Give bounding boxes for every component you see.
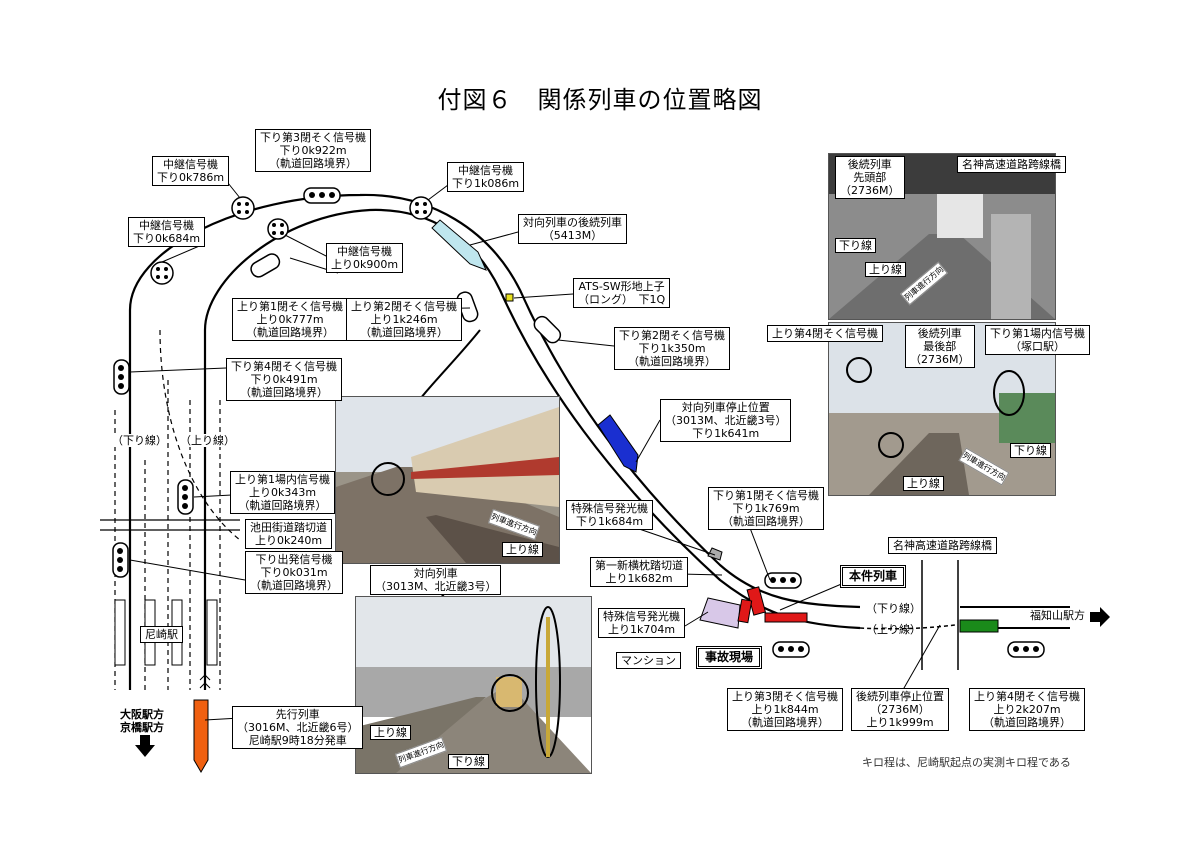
- label-down-line-left: （下り線）: [112, 434, 167, 447]
- footnote: キロ程は、尼崎駅起点の実測キロ程である: [862, 756, 1071, 769]
- photo2-up-label: 上り線: [370, 725, 411, 740]
- label-accident-site: 事故現場: [696, 646, 763, 669]
- photo-preceding-view: 上り線 下り線 列車進行方向: [355, 596, 592, 774]
- photo-following-rear: 上り第4閉そく信号機 後続列車 最後部 （2736M） 下り第1場内信号機 （塚…: [767, 322, 1090, 496]
- label-fukuchiyama: 福知山駅方: [1030, 609, 1085, 622]
- ats-marker: [505, 293, 514, 302]
- arrow-down-icon: [135, 735, 155, 757]
- label-oncoming-stop: 対向列車停止位置 （3013M、北近畿3号） 下り1k641m: [660, 399, 792, 442]
- label-up-block1: 上り第1閉そく信号機 上り0k777m （軌道回路境界）: [232, 298, 348, 341]
- photo-oncoming-train: 上り線 列車進行方向: [335, 396, 560, 564]
- label-meishin-overpass: 名神高速道路跨線橋: [888, 537, 997, 554]
- label-down-block2: 下り第2閉そく信号機 下り1k350m （軌道回路境界）: [614, 327, 730, 370]
- label-relay-signal-786: 中継信号機 下り0k786m: [152, 156, 230, 186]
- label-amagasaki-station: 尼崎駅: [140, 626, 183, 643]
- label-daiichi-crossing: 第一新横枕踏切道 上り1k682m: [590, 557, 688, 587]
- photo4-rear: 後続列車 最後部 （2736M）: [905, 325, 975, 368]
- label-preceding-train: 先行列車 （3016M、北近畿6号） 尼崎駅9時18分発車: [232, 706, 364, 749]
- accident-train: [737, 586, 808, 624]
- photo2-down-label: 下り線: [448, 754, 489, 769]
- photo3-up-label: 上り線: [865, 262, 906, 277]
- oncoming-train-3013m: [597, 414, 639, 473]
- label-up-block3: 上り第3閉そく信号機 上り1k844m （軌道回路境界）: [727, 688, 843, 731]
- label-accident-train: 本件列車: [840, 565, 907, 588]
- label-mansion: マンション: [616, 652, 681, 669]
- down-line-track: [128, 193, 861, 690]
- label-up-block2: 上り第2閉そく信号機 上り1k246m （軌道回路境界）: [346, 298, 462, 341]
- photo4-down-label: 下り線: [1010, 443, 1051, 458]
- photo3-meishin: 名神高速道路跨線橋: [957, 156, 1066, 173]
- page-title: 付図６ 関係列車の位置略図: [437, 86, 763, 114]
- label-down-departure: 下り出発信号機 下り0k031m （軌道回路境界）: [245, 551, 343, 594]
- label-down-block4: 下り第4閉そく信号機 下り0k491m （軌道回路境界）: [226, 358, 342, 401]
- label-up-home1: 上り第1場内信号機 上り0k343m （軌道回路境界）: [230, 471, 335, 514]
- label-up-line-right: （上り線）: [866, 623, 921, 636]
- label-special-signal-down: 特殊信号発光機 下り1k684m: [566, 500, 653, 530]
- label-special-signal-up: 特殊信号発光機 上り1k704m: [598, 608, 685, 638]
- photo1-up-label: 上り線: [502, 542, 543, 557]
- label-relay-signal-684: 中継信号機 下り0k684m: [128, 217, 206, 247]
- label-up-line-left: （上り線）: [180, 434, 235, 447]
- photo3-down-label: 下り線: [835, 238, 876, 253]
- photo4-up-label: 上り線: [903, 476, 944, 491]
- label-osaka-direction: 大阪駅方 京橋駅方: [120, 708, 164, 734]
- label-ats: ATS-SW形地上子 （ロング） 下1Q: [573, 278, 671, 308]
- oncoming-train-5413m: [431, 219, 487, 271]
- label-down-block1: 下り第1閉そく信号機 下り1k769m （軌道回路境界）: [708, 487, 824, 530]
- label-following-oncoming: 対向列車の後続列車 （5413M）: [518, 214, 627, 244]
- photo-following-front: 後続列車 先頭部 （2736M） 名神高速道路跨線橋 下り線 上り線 列車進行方…: [828, 153, 1066, 320]
- label-oncoming-train: 対向列車 （3013M、北近畿3号）: [370, 565, 502, 595]
- label-relay-signal-900: 中継信号機 上り0k900m: [326, 243, 404, 273]
- photo4-home-signal: 下り第1場内信号機 （塚口駅）: [985, 325, 1090, 355]
- arrow-right-icon: [1090, 607, 1110, 627]
- label-following-stop: 後続列車停止位置 （2736M） 上り1k999m: [851, 688, 949, 731]
- photo4-nobori4: 上り第4閉そく信号機: [767, 325, 883, 342]
- label-ikeda-crossing: 池田街道踏切道 上り0k240m: [245, 519, 332, 549]
- photo3-following-front: 後続列車 先頭部 （2736M）: [835, 156, 905, 199]
- label-relay-signal-1086: 中継信号機 下り1k086m: [447, 162, 525, 192]
- label-down-line-right: （下り線）: [866, 602, 921, 615]
- label-down-block3: 下り第3閉そく信号機 下り0k922m （軌道回路境界）: [255, 129, 371, 172]
- label-up-block4: 上り第4閉そく信号機 上り2k207m （軌道回路境界）: [969, 688, 1085, 731]
- following-train-2736m: [959, 619, 999, 633]
- mansion-building: [699, 597, 741, 629]
- preceding-train-3016m: [193, 699, 209, 773]
